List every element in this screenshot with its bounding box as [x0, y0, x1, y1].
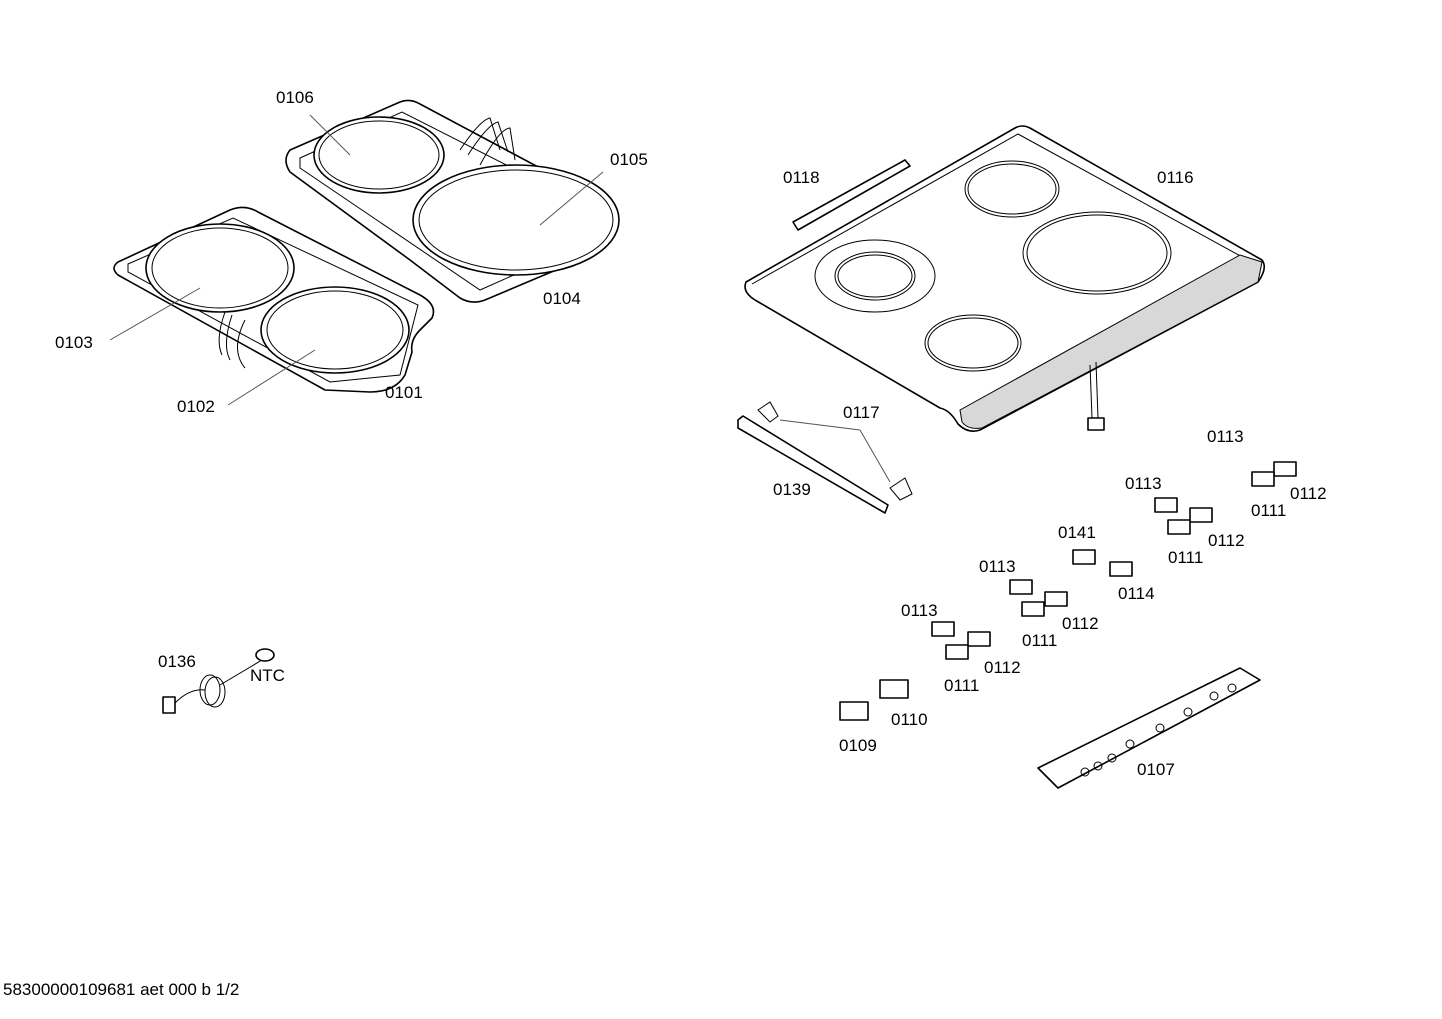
label-0112-b: 0112	[1208, 531, 1245, 550]
label-ntc: NTC	[250, 666, 285, 685]
label-0111-b: 0111	[1168, 548, 1204, 567]
glass-ceramic-top	[744, 125, 1266, 432]
label-0107: 0107	[1137, 760, 1175, 779]
label-0103: 0103	[55, 333, 93, 352]
drawing-reference-footer: 58300000109681 aet 000 b 1/2	[3, 980, 240, 999]
label-0113-a: 0113	[1207, 427, 1244, 446]
label-0117: 0117	[843, 403, 880, 422]
front-tray-wires	[218, 311, 246, 369]
label-0112-c: 0112	[1062, 614, 1099, 633]
key-group-1	[1251, 461, 1297, 487]
key-group-5	[931, 621, 991, 660]
label-0104: 0104	[543, 289, 581, 308]
label-0102: 0102	[177, 397, 215, 416]
rear-tray-wires	[459, 117, 516, 166]
control-board-0107	[1037, 667, 1261, 789]
label-0113-b: 0113	[1125, 474, 1162, 493]
trim-strip-0118	[792, 159, 911, 231]
heating-element-0103	[145, 223, 295, 313]
key-group-4	[1009, 579, 1068, 617]
label-0110: 0110	[891, 710, 928, 729]
label-0116: 0116	[1157, 168, 1194, 187]
label-0105: 0105	[610, 150, 648, 169]
label-0118: 0118	[783, 168, 820, 187]
bracket-0139	[737, 401, 913, 514]
label-0106: 0106	[276, 88, 314, 107]
label-0113-d: 0113	[901, 601, 938, 620]
label-0139: 0139	[773, 480, 811, 499]
key-group-2	[1154, 497, 1213, 535]
label-0112-a: 0112	[1290, 484, 1327, 503]
label-0141: 0141	[1058, 523, 1096, 542]
key-group-6	[839, 679, 909, 721]
label-0111-a: 0111	[1251, 501, 1287, 520]
label-0113-c: 0113	[979, 557, 1016, 576]
label-0136: 0136	[158, 652, 196, 671]
key-group-3	[1072, 549, 1133, 577]
heating-element-0105	[412, 164, 620, 276]
label-0111-c: 0111	[1022, 631, 1058, 650]
label-0112-d: 0112	[984, 658, 1021, 677]
label-0101: 0101	[385, 383, 423, 402]
heating-element-0102	[260, 286, 410, 374]
ntc-sensor-0136	[162, 648, 275, 714]
label-0111-d: 0111	[944, 676, 980, 695]
label-0114: 0114	[1118, 584, 1155, 603]
heating-element-0106	[313, 116, 445, 194]
label-0109: 0109	[839, 736, 877, 755]
